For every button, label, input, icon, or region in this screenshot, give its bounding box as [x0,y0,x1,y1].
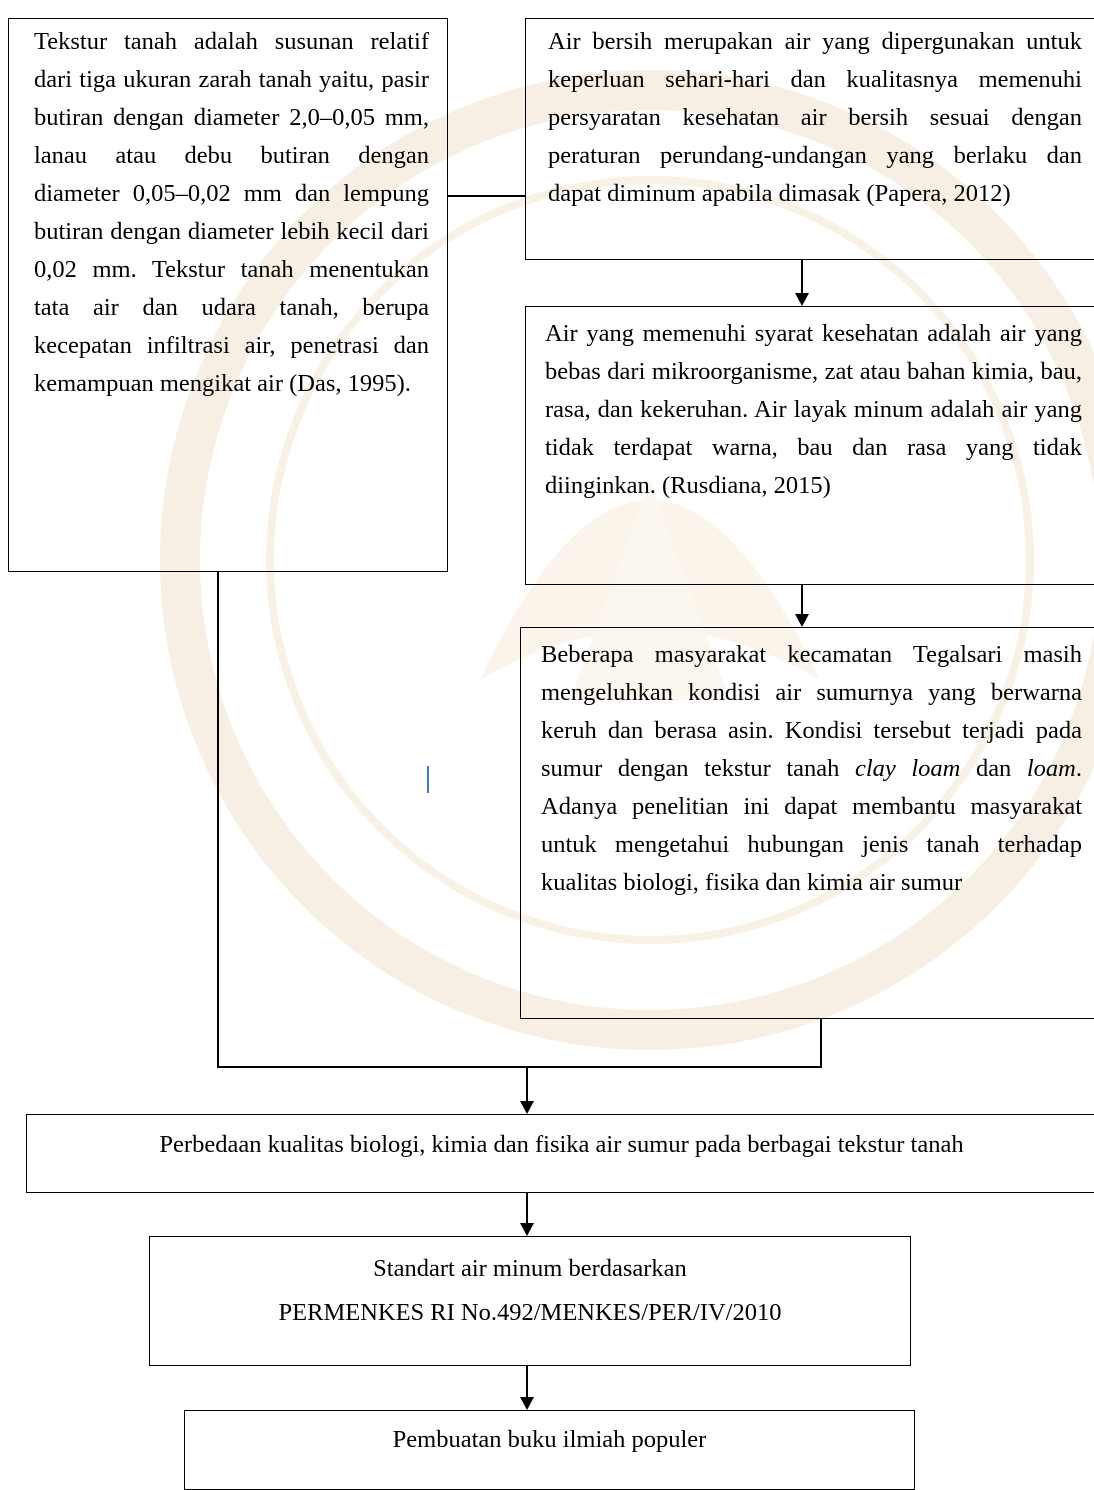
text-cursor [427,766,429,793]
standard-box: Standart air minum berdasarkan PERMENKES… [149,1236,911,1366]
connector-community-down [820,1019,822,1067]
book-box: Pembuatan buku ilmiah populer [184,1410,915,1490]
soil-texture-box: Tekstur tanah adalah susunan relatif dar… [8,18,448,572]
connector-texture-down [217,572,219,1067]
connector-health-to-community [801,585,803,615]
clay-loam-term: clay loam [855,755,961,782]
connector-texture-to-water [448,195,525,197]
community-box: Beberapa masyarakat kecamatan Tegalsari … [520,627,1094,1019]
loam-term: loam [1026,755,1076,782]
difference-box: Perbedaan kualitas biologi, kimia dan fi… [26,1114,1094,1193]
connector-merge-down [526,1066,528,1102]
book-text: Pembuatan buku ilmiah populer [392,1426,707,1453]
connector-merge [217,1066,822,1068]
clean-water-text: Air bersih merupakan air yang dipergunak… [548,28,1082,207]
connector-standard-to-book [526,1366,528,1398]
arrow-to-book [520,1397,534,1410]
connector-clean-to-health [801,260,803,294]
connector-difference-to-standard [526,1193,528,1224]
clean-water-box: Air bersih merupakan air yang dipergunak… [525,18,1094,260]
standard-line-1: Standart air minum berdasarkan [373,1255,687,1282]
arrow-health-to-community [795,614,809,627]
arrow-to-difference [520,1101,534,1114]
soil-texture-text: Tekstur tanah adalah susunan relatif dar… [34,28,429,397]
standard-line-2: PERMENKES RI No.492/MENKES/PER/IV/2010 [278,1299,782,1326]
arrow-clean-to-health [795,293,809,306]
arrow-to-standard [520,1223,534,1236]
health-water-text: Air yang memenuhi syarat kesehatan adala… [545,320,1082,499]
difference-text: Perbedaan kualitas biologi, kimia dan fi… [159,1131,964,1158]
community-text: Beberapa masyarakat kecamatan Tegalsari … [541,641,1082,896]
health-water-box: Air yang memenuhi syarat kesehatan adala… [525,306,1094,585]
